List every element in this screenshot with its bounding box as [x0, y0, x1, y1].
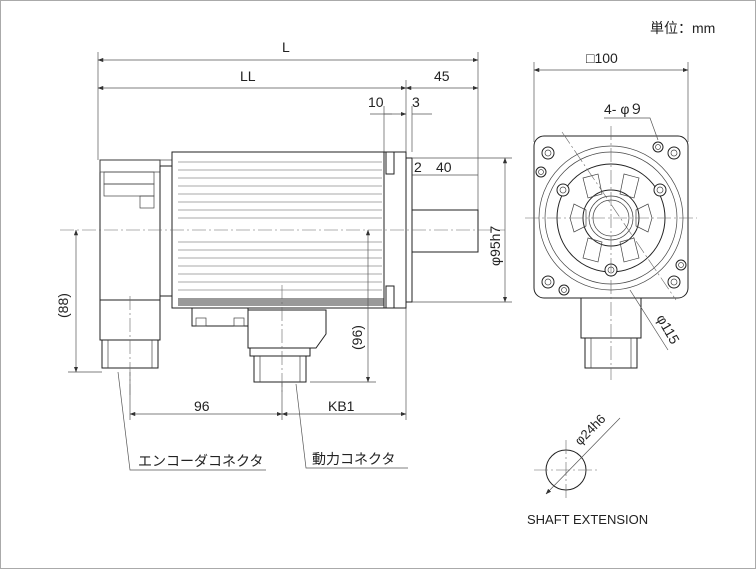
shaft-extension-title: SHAFT EXTENSION: [527, 512, 648, 527]
dim-88: (88): [55, 293, 71, 318]
unit-label: 単位：mm: [650, 20, 715, 36]
dim-L: L: [282, 39, 290, 55]
cooling-fins: [178, 161, 384, 306]
dim-KB1: KB1: [328, 398, 355, 414]
dim-holes: 4- φ９: [604, 101, 643, 117]
front-view: [525, 62, 697, 380]
dim-40: 40: [436, 159, 452, 175]
power-connector-label: 動力コネクタ: [312, 451, 395, 467]
side-view: [60, 52, 512, 471]
dim-2: 2: [414, 159, 422, 175]
dim-phi115: φ115: [653, 312, 683, 347]
encoder-connector-label: エンコーダコネクタ: [138, 453, 263, 469]
shaft-extension-view: [534, 417, 621, 500]
dim-96-vertical: (96): [349, 325, 365, 350]
dim-96: 96: [194, 398, 210, 414]
dim-10: 10: [368, 94, 384, 110]
dim-LL: LL: [240, 68, 256, 84]
dim-phi24: φ24h6: [572, 411, 609, 448]
dim-3: 3: [412, 94, 420, 110]
dim-phi95: φ95h7: [487, 226, 503, 266]
dim-square-100: □100: [586, 50, 618, 66]
dim-45: 45: [434, 68, 450, 84]
